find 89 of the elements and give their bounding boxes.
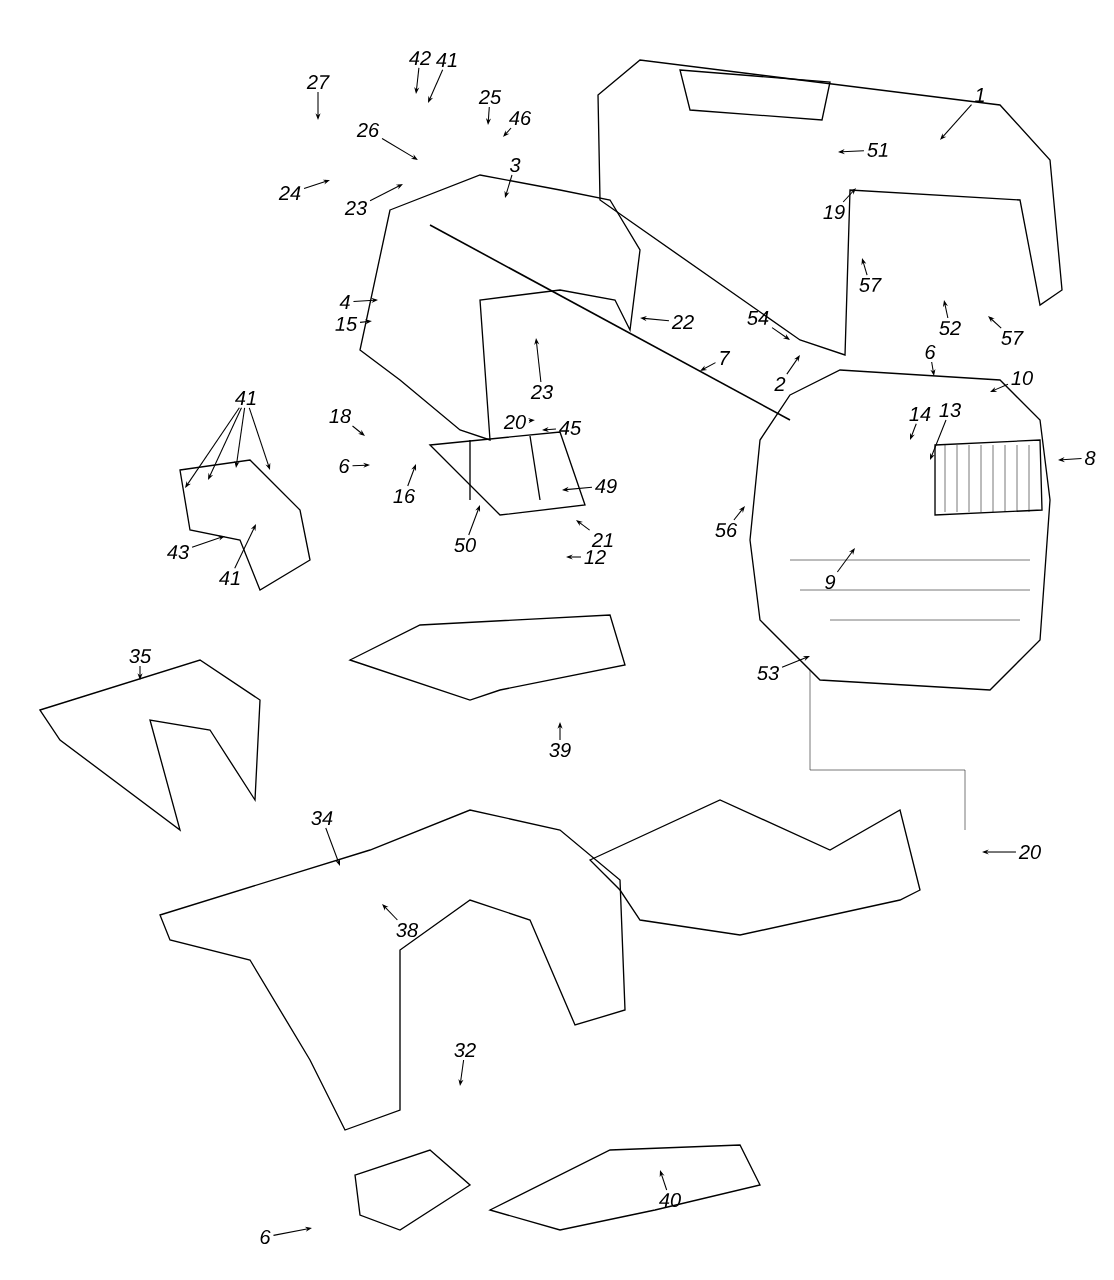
leader-line [534, 338, 542, 383]
callout-number: 56 [715, 522, 738, 538]
callout-number: 35 [129, 648, 152, 664]
leader-line [191, 535, 225, 548]
leader-line [940, 104, 973, 140]
callout-number: 8 [1084, 450, 1096, 466]
leader-line [504, 174, 513, 198]
leader-line [786, 355, 800, 375]
callout-number: 34 [311, 810, 333, 826]
leader-line [842, 188, 856, 203]
leader-line [248, 407, 271, 470]
leader-line [407, 464, 417, 487]
callout-number: 42 [409, 51, 431, 65]
callout-number: 41 [235, 391, 256, 405]
leader-line [771, 327, 790, 340]
leader-line [208, 407, 242, 480]
callout-number: 41 [219, 571, 240, 585]
callout-number: 1 [974, 88, 984, 102]
callout-number: 26 [356, 122, 380, 138]
callout-number: 14 [909, 407, 931, 421]
callout-number: 22 [671, 315, 694, 329]
callout-number: 54 [747, 311, 769, 325]
callout-number: 20 [503, 414, 526, 430]
callout-number: 57 [859, 278, 882, 292]
callout-number: 57 [1001, 331, 1024, 345]
callout-number: 19 [823, 204, 845, 220]
callout-number: 51 [867, 143, 888, 157]
callout-number: 10 [1011, 370, 1033, 386]
callout-number: 25 [478, 89, 502, 105]
callout-number: 53 [757, 665, 779, 681]
leader-line [503, 127, 512, 137]
leader-line [988, 316, 1002, 329]
callout-number: 13 [939, 402, 961, 418]
leader-line [942, 300, 949, 319]
leader-line [272, 1226, 312, 1236]
leader-line [458, 1059, 465, 1086]
leader-line [836, 548, 855, 573]
callout-number: 15 [335, 317, 358, 331]
leader-line [700, 362, 717, 371]
callout-number: 4 [339, 295, 350, 309]
callout-number: 27 [306, 75, 330, 89]
callout-number: 6 [260, 1229, 271, 1245]
callout-number: 38 [396, 922, 418, 938]
leader-line [930, 419, 947, 460]
leader-line [576, 520, 591, 531]
callout-number: 32 [454, 1042, 476, 1058]
callout-number: 50 [454, 537, 476, 553]
callout-number: 49 [595, 478, 617, 494]
callout-number: 23 [530, 384, 553, 400]
callout-number: 46 [509, 110, 532, 126]
leader-line [990, 383, 1009, 392]
leader-line [781, 656, 810, 668]
leader-line [234, 524, 256, 569]
callout-number: 21 [591, 533, 613, 547]
callout-number: 6 [925, 344, 936, 360]
leader-line [234, 407, 246, 468]
leader-line [468, 505, 481, 536]
callout-number: 52 [939, 320, 961, 336]
leader-line [369, 184, 403, 202]
callout-number: 2 [774, 377, 786, 391]
callout-number: 3 [509, 157, 521, 173]
leader-line [303, 179, 330, 189]
leader-line [733, 506, 745, 521]
callout-number: 18 [329, 408, 351, 424]
callout-number: 12 [584, 550, 606, 564]
callout-number: 40 [659, 1192, 681, 1208]
leader-line [382, 904, 398, 921]
callout-number: 39 [549, 742, 571, 758]
callout-number: 41 [436, 53, 457, 67]
leader-line [325, 827, 341, 866]
callout-number: 16 [393, 488, 416, 504]
callout-number: 43 [167, 544, 189, 560]
leader-line [351, 462, 370, 468]
callout-number: 45 [559, 421, 582, 435]
leader-line [659, 1170, 668, 1191]
callout-number: 9 [825, 574, 836, 590]
leader-line [428, 69, 444, 103]
leader-line [910, 423, 917, 440]
leader-line [861, 258, 868, 276]
callout-number: 23 [344, 200, 367, 216]
callout-number: 6 [339, 458, 350, 474]
leader-line [381, 137, 418, 160]
callout-number: 7 [720, 351, 731, 365]
leader-line [352, 297, 378, 303]
callout-number: 20 [1018, 844, 1041, 860]
leader-line [351, 425, 365, 436]
callout-number: 24 [278, 186, 301, 200]
leader-line [185, 407, 240, 488]
leader-line [414, 67, 420, 94]
